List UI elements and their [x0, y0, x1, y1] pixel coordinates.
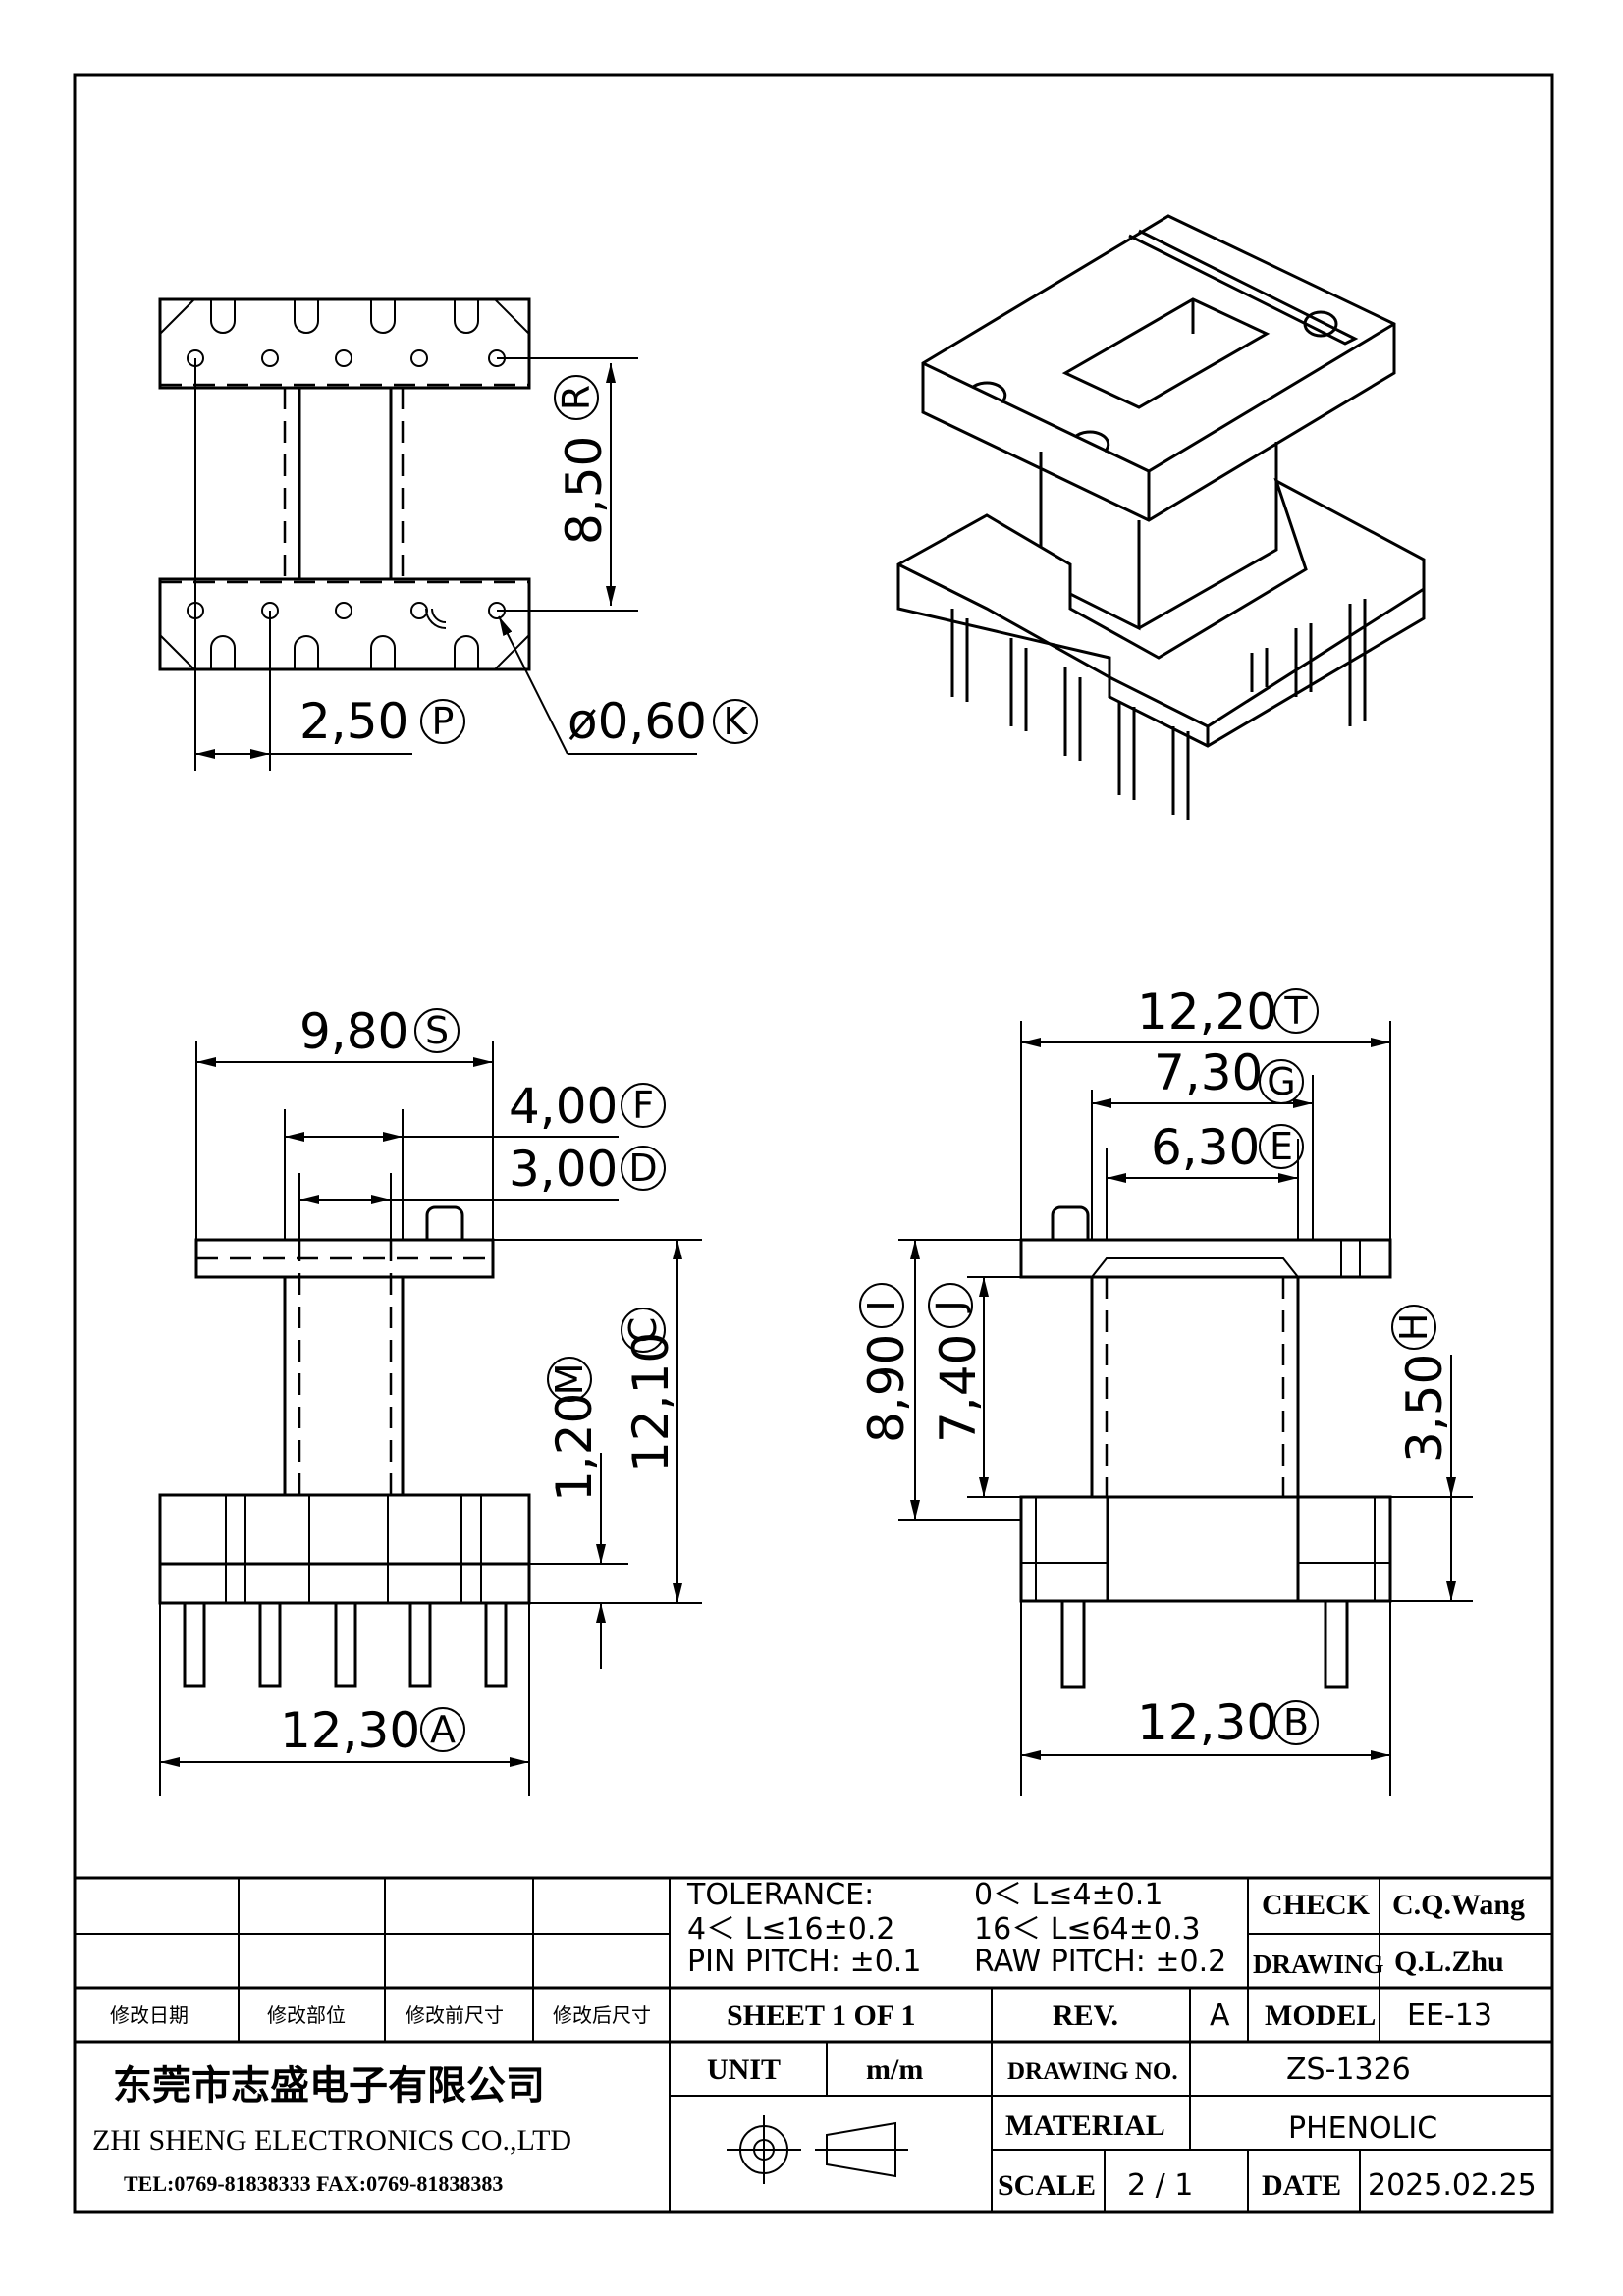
dim-G-value: 7,30: [1154, 1044, 1263, 1101]
scale-label: SCALE: [998, 2169, 1096, 2202]
dim-D-tag: D: [628, 1147, 657, 1190]
dim-F-value: 4,00: [509, 1078, 618, 1135]
top-view: 8,50 R 2,50 P ø0,60 K: [158, 297, 758, 771]
material-value: PHENOLIC: [1288, 2111, 1437, 2146]
title-block: TOLERANCE: 0＜ L≤4±0.1 4＜ L≤16±0.2 16＜ L≤…: [75, 1876, 1552, 2212]
tolerance-3: 16＜ L≤64±0.3: [974, 1912, 1201, 1947]
side-view: 12,20 T 7,30 G 6,30 E 8,90 I 7,40 J 3,50: [858, 984, 1473, 1796]
drawing-no-value: ZS-1326: [1286, 2053, 1411, 2087]
unit-label: UNIT: [707, 2054, 781, 2086]
scale-value: 2 / 1: [1127, 2168, 1193, 2203]
tolerance-label: TOLERANCE:: [686, 1878, 874, 1912]
dim-B-value: 12,30: [1137, 1694, 1277, 1751]
dim-C-value: 12,10: [622, 1332, 679, 1472]
dim-D-value: 3,00: [509, 1141, 618, 1198]
rev-header-part: 修改部位: [267, 2003, 346, 2027]
pin-pitch: PIN PITCH: ±0.1: [687, 1945, 921, 1979]
dim-T-tag: T: [1283, 989, 1308, 1033]
dim-K-tag: K: [724, 700, 749, 743]
dim-P-tag: P: [432, 700, 455, 743]
dim-H-value: 3,50: [1396, 1354, 1453, 1463]
projection-symbol-icon: [727, 2115, 908, 2184]
dim-M-tag: M: [548, 1363, 591, 1396]
dim-S-value: 9,80: [299, 1003, 408, 1060]
dim-C-tag: C: [622, 1317, 665, 1344]
dim-S-tag: S: [425, 1009, 449, 1052]
rev-header-date: 修改日期: [110, 2003, 189, 2027]
material-label: MATERIAL: [1005, 2109, 1165, 2142]
drawing-no-label: DRAWING NO.: [1007, 2058, 1178, 2085]
dim-F-tag: F: [632, 1084, 654, 1127]
dim-J-value: 7,40: [930, 1334, 987, 1443]
raw-pitch: RAW PITCH: ±0.2: [974, 1945, 1226, 1979]
dim-J-tag: J: [929, 1300, 972, 1312]
model-label: MODEL: [1265, 2000, 1376, 2032]
dim-T-value: 12,20: [1137, 984, 1277, 1041]
dim-I-tag: I: [860, 1300, 903, 1310]
dim-R-value: 8,50: [556, 436, 613, 545]
dim-I-value: 8,90: [858, 1334, 915, 1443]
check-label: CHECK: [1262, 1889, 1371, 1921]
dim-A-tag: A: [430, 1708, 456, 1751]
dim-E-tag: E: [1270, 1125, 1293, 1168]
front-view: 9,80 S 4,00 F 3,00 D 12,10 C 1,20 M 12,3…: [158, 1003, 702, 1796]
isometric-view: [896, 214, 1426, 820]
dim-G-tag: G: [1267, 1060, 1295, 1103]
dim-E-value: 6,30: [1151, 1119, 1260, 1176]
unit-value: m/m: [866, 2054, 923, 2086]
tag-R-circle: [554, 375, 599, 420]
date-label: DATE: [1262, 2169, 1341, 2202]
company-en: ZHI SHENG ELECTRONICS CO.,LTD: [92, 2124, 571, 2157]
dim-K-value: ø0,60: [568, 693, 707, 750]
tolerance-2: 4＜ L≤16±0.2: [687, 1912, 895, 1947]
dim-M-value: 1,20: [546, 1393, 603, 1502]
model-value: EE-13: [1407, 1999, 1492, 2033]
check-value: C.Q.Wang: [1392, 1889, 1525, 1921]
company-contact: TEL:0769-81838333 FAX:0769-81838383: [124, 2171, 503, 2196]
company-cn: 东莞市志盛电子有限公司: [113, 2063, 545, 2108]
dim-R-tag: R: [555, 385, 598, 410]
sheet-text: SHEET 1 OF 1: [727, 2000, 916, 2032]
rev-label: REV.: [1053, 2000, 1118, 2032]
drawing-label: DRAWING: [1253, 1949, 1384, 1979]
dim-H-tag: H: [1392, 1313, 1435, 1342]
sheet-border: [73, 73, 1554, 2214]
date-value: 2025.02.25: [1368, 2168, 1537, 2203]
rev-header-after: 修改后尺寸: [553, 2003, 651, 2027]
dim-P-value: 2,50: [299, 693, 408, 750]
dim-A-value: 12,30: [280, 1702, 420, 1759]
rev-value: A: [1210, 1999, 1230, 2033]
rev-header-before: 修改前尺寸: [406, 2003, 504, 2027]
drawing-value: Q.L.Zhu: [1394, 1946, 1504, 1978]
dim-B-tag: B: [1283, 1701, 1309, 1744]
tolerance-1: 0＜ L≤4±0.1: [974, 1878, 1163, 1912]
